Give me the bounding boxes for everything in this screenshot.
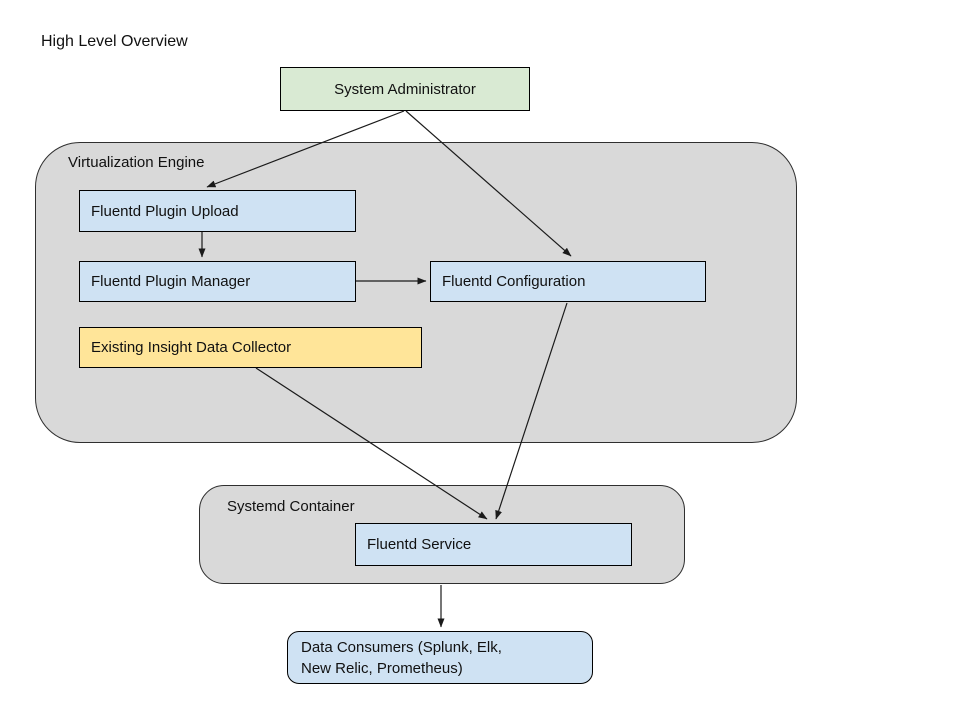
node-label: Fluentd Plugin Upload bbox=[91, 202, 239, 220]
node-system-administrator: System Administrator bbox=[280, 67, 530, 111]
node-label: Fluentd Plugin Manager bbox=[91, 273, 251, 290]
node-label: Fluentd Configuration bbox=[442, 273, 586, 290]
node-label: System Administrator bbox=[334, 80, 476, 98]
node-fluentd-configuration: Fluentd Configuration bbox=[430, 261, 706, 302]
container-label: Systemd Container bbox=[227, 498, 355, 515]
node-existing-insight-data-collector: Existing Insight Data Collector bbox=[79, 327, 422, 368]
node-label-line1: Data Consumers (Splunk, Elk, bbox=[301, 638, 502, 656]
diagram-title: High Level Overview bbox=[41, 33, 188, 50]
node-data-consumers: Data Consumers (Splunk, Elk, New Relic, … bbox=[287, 631, 593, 684]
node-fluentd-plugin-upload: Fluentd Plugin Upload bbox=[79, 190, 356, 232]
container-label: Virtualization Engine bbox=[68, 154, 205, 171]
node-fluentd-plugin-manager: Fluentd Plugin Manager bbox=[79, 261, 356, 302]
node-label: Fluentd Service bbox=[367, 536, 472, 553]
node-label-line2: New Relic, Prometheus) bbox=[301, 659, 463, 677]
node-label: Existing Insight Data Collector bbox=[91, 339, 292, 356]
node-fluentd-service: Fluentd Service bbox=[355, 523, 632, 566]
